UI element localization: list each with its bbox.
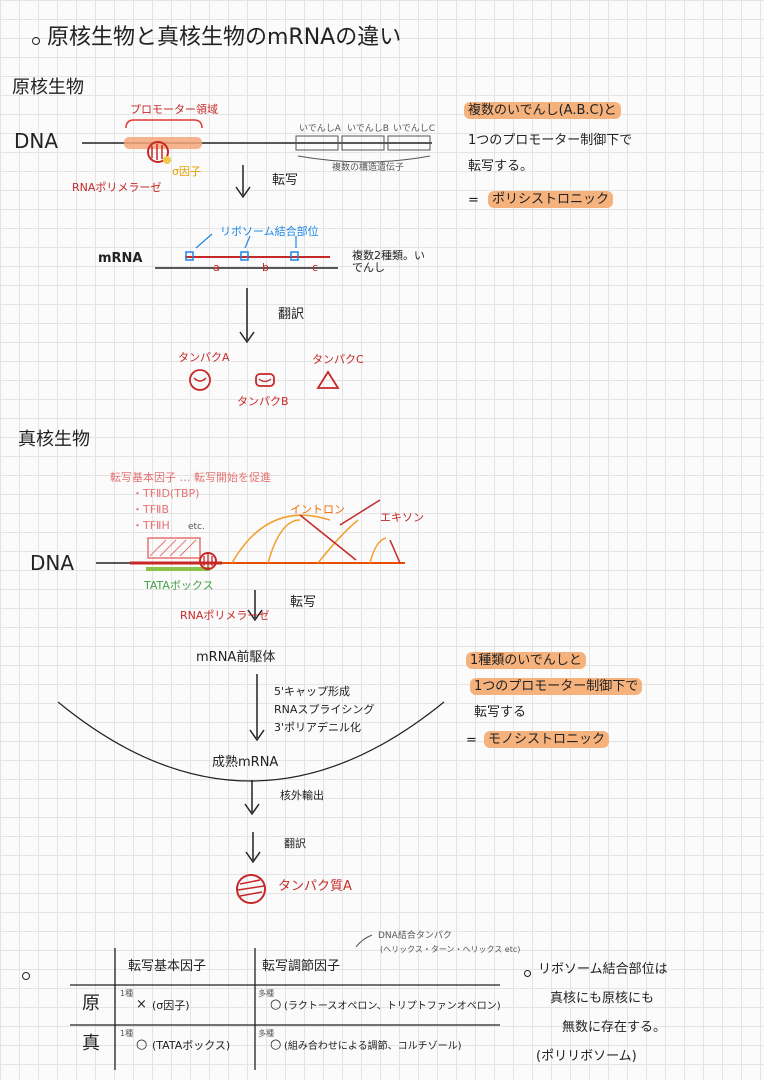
side-note-line2: 真核にも原核にも (550, 991, 655, 1006)
prok-note-eq: = (468, 193, 479, 208)
mrna-seg-b: b (262, 261, 269, 274)
table-col2-header: 転写調節因子 (262, 959, 341, 974)
tiny-mark-4: 多種 (258, 1029, 274, 1038)
side-note-line1: リボソーム結合部位は (538, 962, 668, 977)
gene-c-label: いでんしC (393, 124, 436, 134)
table-row-label-euk: 真 (82, 1033, 100, 1054)
euk-c2-mark: ○ (270, 1037, 282, 1052)
euk-c2-text: (組み合わせによる調節、コルチゾール) (284, 1041, 462, 1052)
euk-note-line3: 転写する (474, 705, 527, 720)
intron-label: イントロン (290, 503, 345, 516)
prok-c2-mark: ○ (270, 997, 282, 1012)
euk-rnapol-label: RNAポリメラーゼ (180, 609, 270, 622)
prok-note-line2: 1つのプロモーター制御下で (468, 133, 633, 148)
prok-note-line1: 複数のいでんし(A.B.C)と (464, 102, 621, 119)
processing-1: 5'キャップ形成 (274, 685, 351, 698)
nuclear-membrane (57, 701, 445, 782)
prok-mrna-label: mRNA (98, 251, 143, 266)
rna-polymerase-prok (147, 141, 169, 163)
eukaryote-heading: 真核生物 (18, 429, 90, 450)
ribosome-site-label: リボソーム結合部位 (220, 225, 319, 238)
euk-protein-label: タンパク質A (278, 879, 352, 894)
tf-item-3: ・TFⅡH (132, 519, 170, 532)
euk-c1-text: (TATAボックス) (152, 1039, 231, 1052)
protein-a-label: タンパクA (178, 351, 230, 364)
protein-a-euk (236, 874, 266, 904)
euk-note-eq: = (466, 733, 477, 748)
rna-polymerase-euk (199, 552, 217, 570)
dna-binding-note: DNA結合タンパク (378, 931, 452, 941)
euk-dna-label: DNA (30, 551, 75, 575)
prokaryote-heading: 原核生物 (12, 77, 84, 98)
prok-note-term: ポリシストロニック (488, 191, 614, 208)
mrna-seg-c: c (312, 261, 319, 274)
euk-note-line2: 1つのプロモーター制御下で (470, 678, 643, 695)
pre-mrna-label: mRNA前駆体 (196, 650, 276, 665)
exon-label: エキソン (380, 511, 424, 524)
prok-rnapol-label: RNAポリメラーゼ (72, 181, 162, 194)
gene-a-label: いでんしA (299, 124, 341, 134)
prok-dna-label: DNA (14, 129, 59, 153)
protein-b-label: タンパクB (237, 395, 289, 408)
mrna-note: 複数2種類。いでんし (352, 249, 425, 275)
table-row-label-prok: 原 (82, 993, 100, 1014)
euk-translation-label: 翻訳 (284, 837, 306, 850)
euk-note-line1: 1種類のいでんしと (466, 652, 586, 669)
tata-box-label: TATAボックス (144, 579, 214, 592)
promoter-label: プロモーター領域 (130, 103, 218, 116)
mature-mrna-label: 成熟mRNA (212, 755, 279, 770)
prok-c1-mark: × (136, 997, 147, 1012)
dna-binding-sub: (ヘリックス・ターン・ヘリックス etc) (380, 945, 521, 954)
tiny-mark-2: 多種 (258, 989, 274, 998)
gene-b-label: いでんしB (347, 124, 389, 134)
euk-c1-mark: ○ (136, 1037, 148, 1052)
sigma-factor (163, 156, 171, 164)
tf-header: 転写基本因子 … 転写開始を促進 (110, 471, 271, 484)
export-label: 核外輸出 (280, 789, 324, 802)
processing-3: 3'ポリアデニル化 (274, 721, 362, 734)
page-title: 原核生物と真核生物のmRNAの違い (47, 25, 402, 50)
mrna-seg-a: a (213, 261, 220, 274)
euk-transcription-label: 転写 (290, 595, 317, 610)
table-bullet (22, 972, 30, 980)
genes-caption: 複数の構造遺伝子 (332, 163, 405, 173)
protein-c-label: タンパクC (312, 353, 364, 366)
side-note-bullet (524, 970, 531, 977)
tf-item-2: ・TFⅡB (132, 503, 170, 516)
sigma-label: σ因子 (172, 165, 201, 178)
transcription-factor-complex (147, 537, 201, 559)
prok-c1-text: (σ因子) (152, 999, 190, 1012)
prok-note-line3: 転写する。 (468, 159, 534, 174)
tiny-mark-1: 1種 (120, 989, 134, 998)
tf-etc: etc. (188, 522, 205, 532)
side-note-line4: (ポリリボソーム) (536, 1049, 637, 1064)
side-note-line3: 無数に存在する。 (562, 1020, 667, 1035)
prok-translation-label: 翻訳 (278, 307, 305, 322)
title-bullet (32, 37, 40, 45)
tiny-mark-3: 1種 (120, 1029, 134, 1038)
prok-transcription-label: 転写 (272, 173, 299, 188)
table-col1-header: 転写基本因子 (128, 959, 207, 974)
processing-2: RNAスプライシング (274, 703, 375, 716)
euk-note-term: モノシストロニック (484, 731, 610, 748)
tf-item-1: ・TFⅡD(TBP) (132, 487, 200, 500)
prok-c2-text: (ラクトースオペロン、トリプトファンオペロン) (284, 1001, 501, 1012)
